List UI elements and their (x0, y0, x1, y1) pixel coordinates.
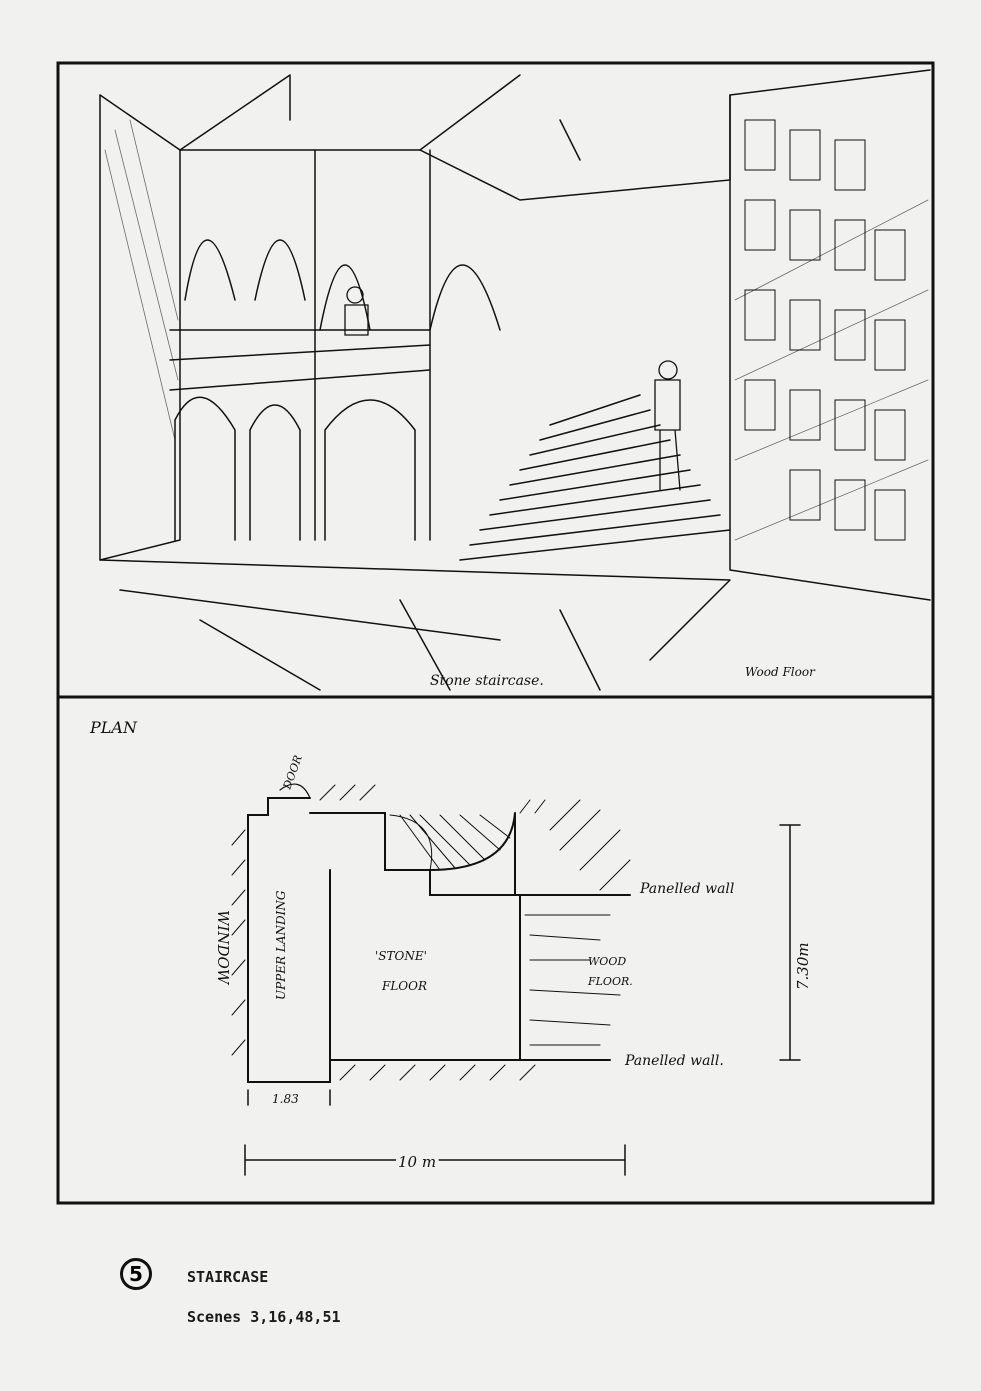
label-upper-landing: UPPER LANDING (274, 890, 288, 1000)
label-wood-2: FLOOR. (587, 975, 633, 988)
scene-list: Scenes 3,16,48,51 (187, 1308, 341, 1326)
perspective-sketch (99, 69, 931, 691)
plan-title: PLAN (89, 718, 138, 737)
label-stone-1: 'STONE' (375, 949, 427, 963)
label-stone-2: FLOOR (381, 979, 427, 993)
label-wood-1: WOOD (588, 955, 626, 968)
label-width-dimension: 10 m (398, 1153, 436, 1171)
floor-plan: PLAN DOOR WINDOW UPPER LANDING 'STONE' F… (89, 718, 812, 1176)
scene-title: STAIRCASE (187, 1268, 269, 1286)
page-frame (56, 61, 935, 1205)
caption-wood-floor: Wood Floor (745, 665, 816, 679)
caption-stone-staircase: Stone staircase. (430, 673, 544, 689)
label-landing-dimension: 1.83 (272, 1092, 299, 1106)
label-height-dimension: 7.30m (794, 942, 812, 990)
scene-number-badge: 5 (120, 1258, 152, 1290)
label-window: WINDOW (214, 910, 232, 986)
label-panelled-wall-top: Panelled wall (639, 881, 734, 897)
label-panelled-wall-bottom: Panelled wall. (624, 1053, 724, 1069)
